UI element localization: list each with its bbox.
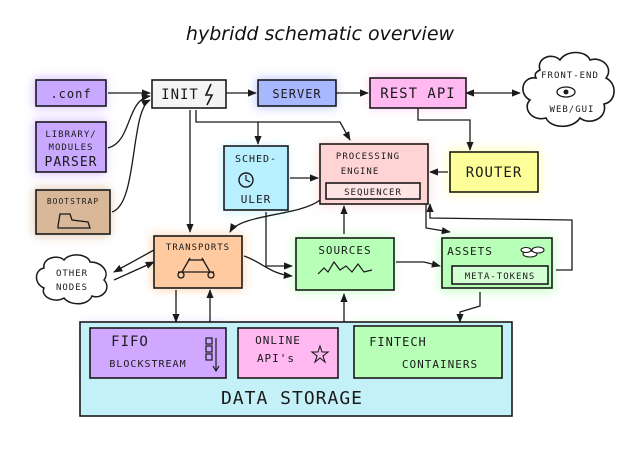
sparkline-icon: [317, 260, 373, 275]
apis-label: API's: [257, 352, 295, 365]
server-label: SERVER: [272, 87, 321, 101]
fintech-label: FINTECH: [369, 335, 427, 349]
frontend-label-1: FRONT-END: [541, 71, 599, 81]
containers-label: CONTAINERS: [402, 358, 478, 371]
conf-label: .conf: [50, 87, 91, 101]
bootstrap-label: BOOTSTRAP: [47, 197, 99, 206]
engine-label: ENGINE: [341, 167, 380, 177]
fifo-label: FIFO: [111, 334, 149, 350]
processing-label: PROCESSING: [336, 152, 400, 162]
lightning-icon: [204, 83, 214, 106]
cloud-shape-2: [35, 254, 108, 305]
router-node: ROUTER: [449, 151, 539, 193]
init-node: INIT: [151, 79, 227, 109]
assets-node: ASSETS META-TOKENS: [441, 237, 553, 289]
connector-lines: [107, 89, 573, 323]
clock-icon: [238, 172, 254, 188]
diagram-title: hybridd schematic overview: [186, 23, 455, 45]
other-label: OTHER: [56, 269, 88, 279]
online-label: ONLINE: [255, 334, 301, 347]
catapult-icon: [177, 257, 215, 279]
library-parser-node: LIBRARY/ MODULES PARSER: [35, 121, 107, 173]
coins-icon: [520, 246, 545, 258]
library-label: LIBRARY/: [45, 130, 96, 140]
parser-label: PARSER: [45, 155, 98, 170]
chain-icon: [205, 337, 220, 373]
conf-node: .conf: [35, 79, 107, 107]
boot-icon: [57, 213, 91, 229]
scheduler-label-2: ULER: [241, 193, 272, 206]
processing-engine-node: PROCESSING ENGINE SEQUENCER: [319, 143, 429, 205]
transports-node: TRANSPORTS: [153, 235, 243, 289]
meta-tokens-box: [451, 265, 549, 285]
online-apis-node: ONLINE API's: [237, 327, 339, 379]
sequencer-box: [325, 182, 421, 200]
fifo-node: FIFO BLOCKSTREAM: [89, 327, 227, 379]
other-nodes-cloud: OTHER NODES: [35, 254, 108, 305]
server-node: SERVER: [257, 79, 337, 107]
bootstrap-node: BOOTSTRAP: [35, 189, 111, 235]
blockstream-label: BLOCKSTREAM: [109, 359, 186, 370]
sequencer-label: SEQUENCER: [344, 188, 402, 198]
data-storage-label: DATA STORAGE: [221, 388, 363, 409]
scheduler-label-1: SCHED-: [235, 154, 277, 165]
rest-api-label: REST API: [380, 86, 455, 102]
sources-node: SOURCES: [295, 237, 395, 291]
sources-label: SOURCES: [318, 244, 371, 257]
scheduler-node: SCHED- ULER: [223, 145, 289, 211]
rest-api-node: REST API: [369, 77, 467, 109]
frontend-cloud: FRONT-END WEB/GUI: [522, 51, 615, 128]
init-label: INIT: [161, 87, 199, 103]
router-label: ROUTER: [466, 165, 523, 181]
meta-tokens-label: META-TOKENS: [465, 272, 536, 282]
nodes-label: NODES: [56, 283, 88, 293]
assets-label: ASSETS: [447, 245, 493, 258]
eye-icon: [556, 86, 576, 98]
fintech-node: FINTECH CONTAINERS: [353, 325, 503, 379]
transports-label: TRANSPORTS: [166, 243, 230, 253]
star-icon: [310, 344, 330, 364]
cloud-shape: [522, 51, 615, 128]
modules-label: MODULES: [49, 143, 94, 153]
frontend-label-2: WEB/GUI: [550, 105, 595, 115]
